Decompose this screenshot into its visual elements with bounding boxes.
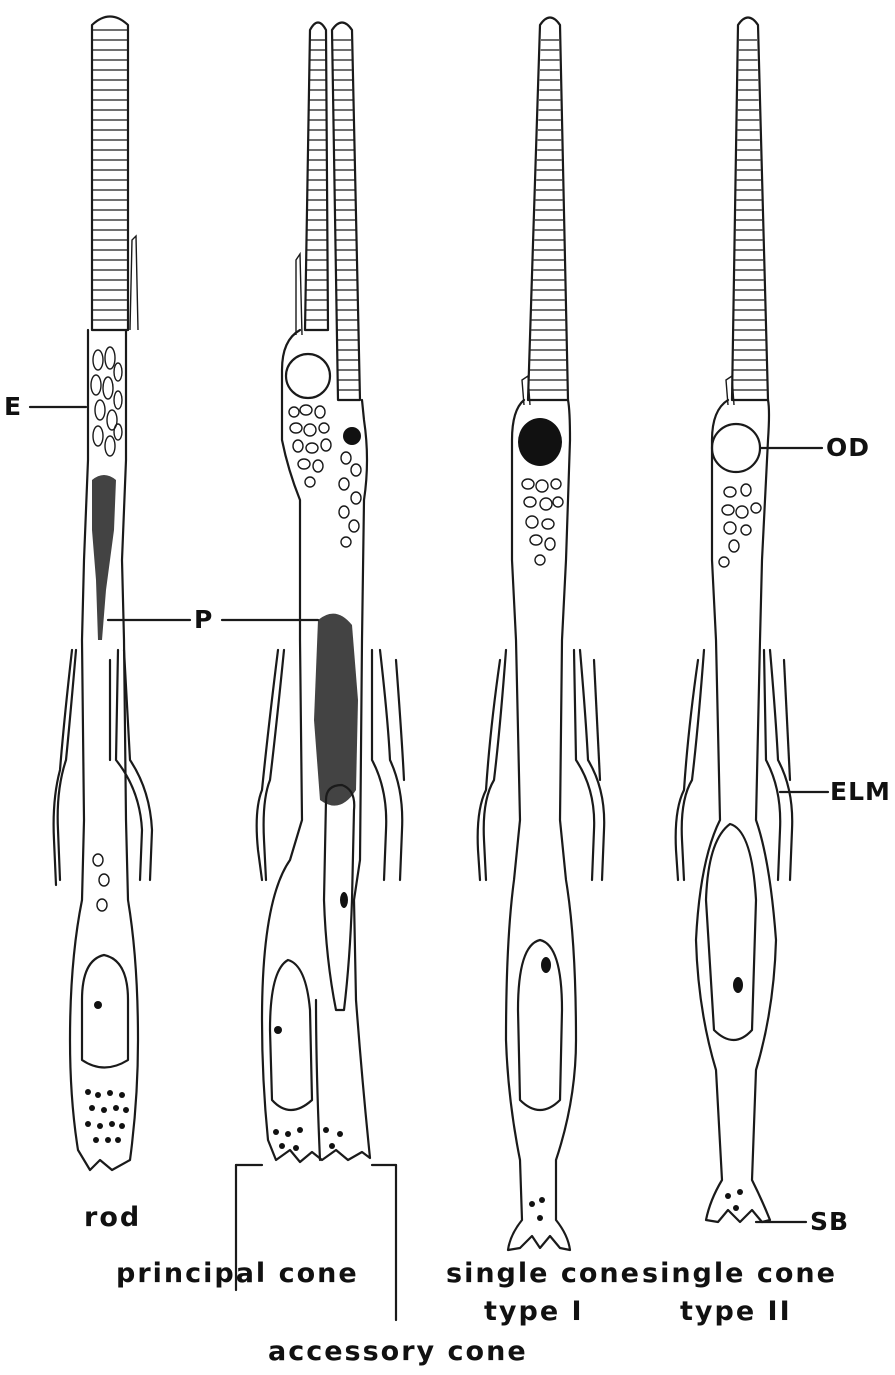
rod-nucleus bbox=[82, 955, 128, 1068]
caption-accessory-cone: accessory cone bbox=[268, 1338, 528, 1365]
rod-cell bbox=[54, 17, 152, 1171]
label-sb: SB bbox=[810, 1209, 849, 1234]
rod-outer-segment bbox=[92, 17, 128, 331]
single-cone-type1-outline bbox=[506, 400, 576, 1250]
single-cone-type2-outline bbox=[696, 400, 776, 1222]
single-cone-type2-outer-segment bbox=[732, 18, 768, 401]
single-cone-type2-oil-droplet bbox=[712, 424, 760, 472]
rod-synaptic-vesicles bbox=[85, 1089, 129, 1143]
label-e: E bbox=[4, 394, 22, 419]
caption-single-cone-type2-line1: single cone bbox=[642, 1260, 837, 1287]
accessory-cone-outer-segment bbox=[332, 23, 360, 401]
label-p: P bbox=[194, 607, 213, 632]
label-od: OD bbox=[826, 435, 870, 460]
rod-paraboloid bbox=[92, 475, 116, 640]
single-cone-type2-cell bbox=[676, 18, 793, 1223]
caption-principal-cone: principal cone bbox=[116, 1260, 359, 1287]
label-elm: ELM bbox=[830, 779, 891, 804]
principal-cone-outer-segment bbox=[305, 23, 328, 331]
caption-single-cone-type1-line1: single cone bbox=[446, 1260, 641, 1287]
accessory-paraboloid bbox=[314, 614, 358, 806]
double-cone-cell bbox=[257, 23, 404, 1163]
caption-single-cone-type2-line2: type II bbox=[680, 1298, 792, 1325]
single-cone-type1-oil-droplet bbox=[518, 418, 562, 466]
caption-rod: rod bbox=[84, 1204, 141, 1231]
rod-ellipsoid bbox=[91, 347, 122, 456]
rod-disc-stack bbox=[92, 30, 128, 320]
caption-single-cone-type1-line2: type I bbox=[484, 1298, 584, 1325]
single-cone-type1-cell bbox=[478, 18, 605, 1251]
single-cone-type1-outer-segment bbox=[528, 18, 568, 401]
